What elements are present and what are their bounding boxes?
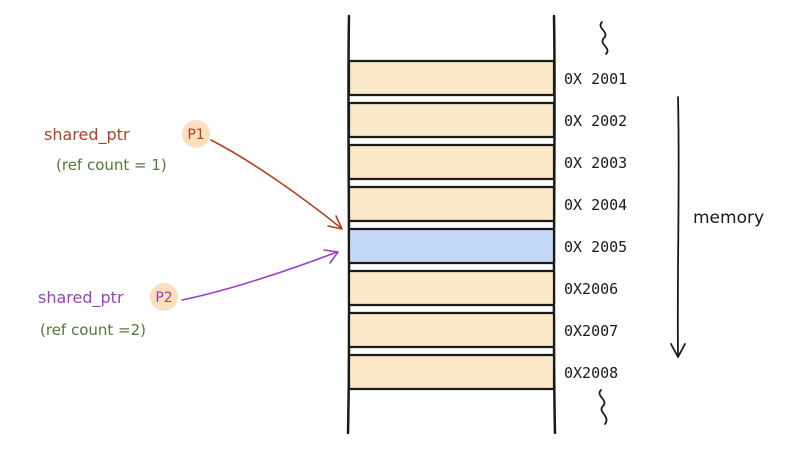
memory-cell-highlighted [347,227,556,265]
memory-break-bottom-icon [598,389,608,425]
memory-address-label: 0X2008 [564,364,618,382]
pointer-p1-name: P1 [187,127,204,143]
pointer-p2-refcount: (ref count =2) [40,321,146,339]
memory-address-label: 0X 2003 [564,154,627,172]
memory-cell [347,269,556,307]
memory-address-label: 0X2006 [564,280,618,298]
pointer-p2-arrow [181,251,338,301]
pointer-p1-type: shared_ptr [44,125,130,145]
memory-cells [347,59,556,391]
memory-break-top-icon [599,21,609,55]
pointer-p1-refcount: (ref count = 1) [56,156,167,174]
memory-label: memory [693,208,764,228]
memory-cell [347,143,556,181]
memory-cell [347,185,556,223]
memory-cell [347,101,556,139]
memory-address-label: 0X 2001 [564,70,627,88]
memory-cell [347,353,556,391]
memory-cell [347,59,556,97]
pointer-p2-badge [150,283,178,311]
pointer-p2-name: P2 [155,290,172,306]
memory-address-label: 0X2007 [564,322,618,340]
memory-address-label: 0X 2002 [564,112,627,130]
memory-address-label: 0X 2005 [564,238,627,256]
pointer-p2-arrowhead-icon [323,249,339,264]
memory-direction-arrow [676,96,680,357]
pointer-p1-arrowhead-icon [327,215,343,230]
pointer-p2-type: shared_ptr [38,288,124,308]
pointer-p1-badge [182,120,210,148]
memory-addresses: 0X 2001 0X 2002 0X 2003 0X 2004 0X 2005 0X200… [564,70,627,382]
pointer-p1: shared_ptr P1 (ref count = 1) [44,120,343,230]
memory-cell [347,311,556,349]
pointer-p1-arrow [210,139,342,229]
memory-direction-arrowhead-icon [670,343,686,358]
pointer-p2: shared_ptr P2 (ref count =2) [38,249,339,339]
memory-address-label: 0X 2004 [564,196,627,214]
